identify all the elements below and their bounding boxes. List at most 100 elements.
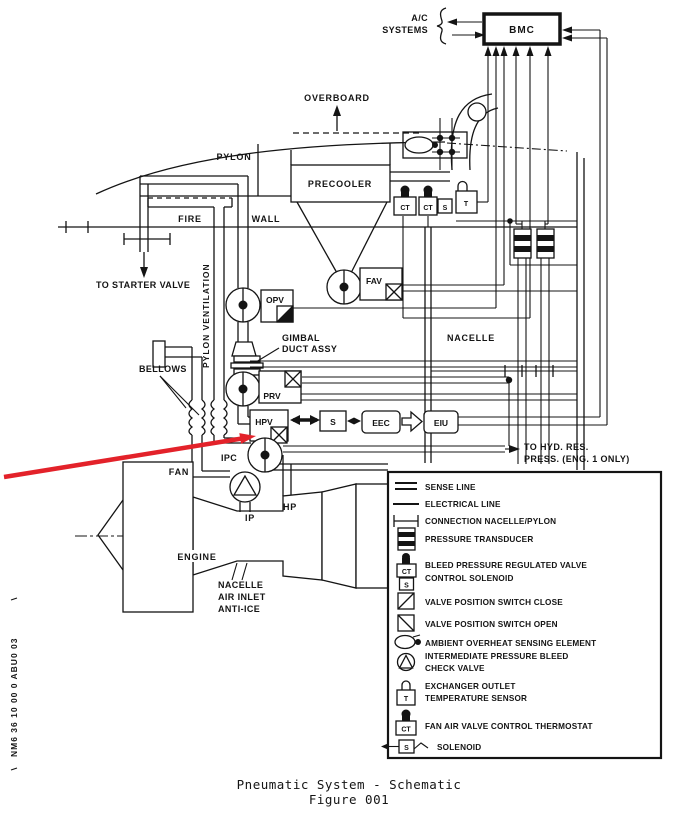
firewall-lines: [58, 221, 577, 233]
document-side-code: NM6 36 10 00 0 ABU0 03: [9, 638, 19, 758]
legend-item-label: CHECK VALVE: [425, 664, 485, 673]
ac-systems-label-line2: SYSTEMS: [382, 25, 428, 35]
legend-item-label: INTERMEDIATE PRESSURE BLEED: [425, 652, 569, 661]
precooler-label: PRECOOLER: [308, 179, 372, 189]
bmc-label: BMC: [509, 25, 535, 36]
legend-item-label: ELECTRICAL LINE: [425, 500, 501, 509]
ipc-label: IPC: [221, 453, 237, 463]
eiu-feedback-to-bmc: [458, 26, 608, 426]
main-bleed-duct: [237, 176, 250, 425]
starter-duct: [123, 175, 248, 278]
legend-symbol-letter: S: [404, 583, 409, 590]
hpv-solenoid-link: [290, 415, 320, 425]
figure-caption-title: Pneumatic System - Schematic: [237, 777, 462, 792]
legend-item-label: FAN AIR VALVE CONTROL THERMOSTAT: [425, 722, 593, 731]
ct-solenoid-2: [418, 185, 453, 216]
connection-nacelle-pylon-symbols: [504, 365, 554, 377]
fan-label: FAN: [169, 467, 189, 477]
overboard-label: OVERBOARD: [304, 93, 370, 103]
eec-box: [361, 410, 401, 434]
to-starter-valve-label: TO STARTER VALVE: [96, 280, 190, 290]
nacelle-air-inlet-line3: ANTI-ICE: [218, 604, 260, 614]
legend-symbol-connection-nacelle-pylon: [393, 515, 419, 527]
precooler-outlet-duct: [390, 171, 450, 182]
legend-symbol-valve-switch-open: [397, 614, 415, 632]
legend-item-label: BLEED PRESSURE REGULATED VALVE: [425, 561, 587, 570]
ct-solenoid-1: [393, 185, 417, 216]
legend-symbol-exchanger-temp-sensor: [396, 680, 416, 706]
nacelle-label: NACELLE: [447, 333, 495, 343]
ac-systems-brace: [436, 7, 447, 45]
ventilation-inlet-fitting: [147, 197, 233, 208]
legend-symbol-fav-thermostat: [395, 709, 417, 736]
hp-duct: [282, 455, 292, 496]
gimbal-label-line2: DUCT ASSY: [282, 344, 337, 354]
electrical-lines-to-bmc: [402, 46, 552, 319]
legend-item-label: SENSE LINE: [425, 483, 476, 492]
figure-caption-number: Figure 001: [309, 792, 389, 807]
bellows-label: BELLOWS: [139, 364, 187, 374]
nacelle-air-inlet-line1: NACELLE: [218, 580, 263, 590]
opv-label: OPV: [266, 295, 284, 305]
side-code-ticks: [10, 597, 18, 771]
to-hyd-line: [283, 445, 520, 453]
legend-symbol-letter: CT: [402, 569, 412, 576]
hp-label: HP: [283, 502, 297, 512]
legend-box: [386, 470, 663, 760]
ambient-overheat-sensor-assembly: [402, 118, 468, 170]
pylon-label: PYLON: [216, 152, 251, 162]
precooler-box: [290, 164, 391, 203]
legend-symbol-overheat-sensing: [394, 634, 421, 650]
annotation-arrow: [3, 433, 256, 480]
wall-label: WALL: [252, 214, 281, 224]
bellows-leaders: [159, 375, 200, 416]
engine-label-mask: [176, 550, 218, 562]
ip-label: IP: [245, 513, 255, 523]
ipc-valve: [247, 437, 283, 473]
ac-systems-arrows: [447, 18, 485, 39]
legend-item-label: VALVE POSITION SWITCH OPEN: [425, 620, 558, 629]
anti-ice-leaders: [231, 562, 248, 581]
legend-symbol-solenoid: [381, 739, 429, 754]
overboard-duct-elbow: [450, 93, 499, 171]
solenoid-box-label: S: [330, 417, 336, 427]
legend-item-label: CONTROL SOLENOID: [425, 574, 514, 583]
legend: SENSE LINE ELECTRICAL LINE CONNECTION NA…: [381, 470, 663, 760]
pressure-transducer-1: [513, 221, 532, 464]
pressure-transducer-2: [536, 221, 555, 464]
t-sensor-label: T: [464, 201, 469, 208]
fire-label: FIRE: [178, 214, 202, 224]
legend-item-label: CONNECTION NACELLE/PYLON: [425, 517, 556, 526]
sense-buses: [250, 218, 577, 446]
legend-item-label: EXCHANGER OUTLET: [425, 682, 516, 691]
pylon-ventilation-duct: [210, 207, 251, 444]
legend-symbol-letter: CT: [401, 727, 411, 734]
nacelle-air-inlet-line2: AIR INLET: [218, 592, 266, 602]
to-hyd-label-line1: TO HYD. RES.: [524, 442, 589, 452]
fan-air-duct: [152, 340, 230, 478]
prv-valve: [225, 370, 302, 407]
gimbal-label-line1: GIMBAL: [282, 333, 320, 343]
legend-item-label: AMBIENT OVERHEAT SENSING ELEMENT: [425, 639, 596, 648]
s-small-label: S: [443, 205, 448, 212]
gimbal-duct-assembly: [230, 341, 280, 376]
bmc-box: [482, 12, 562, 46]
ct2-label: CT: [423, 205, 433, 212]
legend-symbol-pressure-transducer: [397, 527, 416, 551]
legend-symbol-letter: S: [404, 745, 409, 752]
prv-label: PRV: [263, 391, 281, 401]
eiu-label: EIU: [434, 418, 448, 428]
solenoid-eec-link: [347, 417, 361, 425]
engine-outline: [97, 461, 414, 613]
legend-symbol-ip-check-valve: [396, 652, 416, 672]
eec-eiu-arrow: [401, 410, 423, 433]
to-hyd-label-line2: PRESS. (ENG. 1 ONLY): [524, 454, 630, 464]
legend-symbol-valve-switch-close: [397, 592, 415, 610]
precooler-funnel: [296, 201, 388, 274]
legend-symbol-letter: T: [404, 696, 409, 703]
legend-item-label: TEMPERATURE SENSOR: [425, 694, 527, 703]
fav-label: FAV: [366, 276, 382, 286]
solenoid-box: [319, 410, 347, 432]
